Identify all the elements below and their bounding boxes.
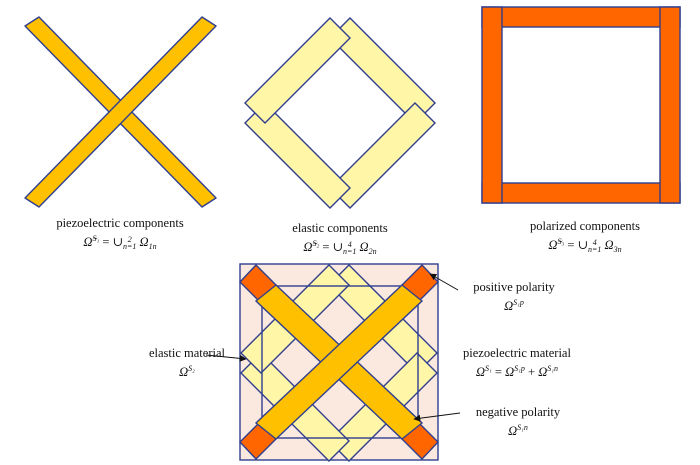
- elastic-material-sym: Ω: [179, 365, 189, 379]
- arrow-negative: [413, 412, 461, 422]
- piezo-material-t1-sup: S₁p: [514, 364, 525, 373]
- arrow-elastic: [205, 354, 247, 362]
- polar-sum-sup: 4: [592, 238, 597, 248]
- piezo-material-lhs: Ω: [475, 365, 485, 379]
- piezo-rhs: Ω: [139, 235, 149, 249]
- caption-elastic-title: elastic components: [292, 221, 388, 235]
- piezo-lhs: Ω̃: [83, 235, 93, 249]
- polar-bar-left: [481, 6, 503, 204]
- elastic-material-sup: S₂: [188, 364, 195, 373]
- elastic-lhs-sup: S₂: [312, 239, 320, 248]
- elastic-rhs: Ω: [359, 240, 369, 254]
- combined-piezo-2: [254, 284, 424, 440]
- elastic-bar-top-right: [329, 17, 436, 124]
- positive-sup: S₁p: [513, 298, 524, 307]
- elastic-bar-bottom-left: [244, 102, 351, 209]
- label-negative-polarity: negative polarity ΩS₁n: [466, 405, 570, 439]
- polar-sum-sub: n=1: [588, 245, 602, 255]
- label-piezo-material: piezoelectric material ΩS₁ = ΩS₁p + ΩS₁n: [452, 346, 582, 380]
- polar-lhs: Ω̃: [548, 238, 558, 252]
- piezo-material-t2: Ω: [538, 365, 548, 379]
- polarized-panel: [481, 6, 681, 204]
- polar-eq: = ∪: [567, 238, 589, 252]
- combined-panel: [205, 263, 461, 462]
- piezo-material-eq: =: [494, 365, 502, 379]
- negative-sym: Ω: [508, 424, 518, 438]
- piezo-sum-sub: n=1: [123, 242, 137, 252]
- polar-lhs-sup: S₃: [557, 237, 565, 246]
- polar-bar-top: [481, 6, 681, 28]
- piezo-rhs-sub: 1n: [148, 242, 157, 251]
- negative-sup: S₁n: [517, 423, 528, 432]
- piezoelectric-panel: [24, 16, 217, 208]
- polar-rhs-sub: 3n: [613, 245, 622, 254]
- elastic-bar-bottom-right: [329, 102, 436, 209]
- piezo-lhs-sup: S₁: [92, 234, 100, 243]
- elastic-rhs-sub: 2n: [368, 247, 377, 256]
- piezo-material-t2-sup: S₁n: [547, 364, 559, 373]
- elastic-bar-top-left: [244, 17, 351, 124]
- negative-title: negative polarity: [475, 405, 561, 419]
- elastic-sum-sup: 4: [347, 240, 352, 250]
- elastic-panel: [244, 17, 436, 209]
- elastic-lhs: Ω̃: [303, 240, 313, 254]
- combined-inner-square: [261, 285, 419, 439]
- caption-piezo-title: piezoelectric components: [56, 216, 184, 230]
- piezo-material-t1: Ω: [505, 365, 515, 379]
- polar-rhs: Ω: [604, 238, 614, 252]
- piezo-material-plus: +: [528, 365, 536, 379]
- label-positive-polarity: positive polarity ΩS₁p: [464, 280, 564, 314]
- piezo-material-title: piezoelectric material: [463, 346, 571, 360]
- caption-polarized-title: polarized components: [529, 219, 641, 233]
- piezo-eq: = ∪: [102, 235, 124, 249]
- label-elastic-material: elastic material ΩS₂: [140, 346, 234, 380]
- positive-sym: Ω: [504, 299, 514, 313]
- piezo-material-lhs-sup: S₁: [484, 364, 492, 373]
- positive-title: positive polarity: [473, 280, 555, 294]
- polar-bar-right: [659, 6, 681, 204]
- elastic-eq: = ∪: [322, 240, 344, 254]
- elastic-material-title: elastic material: [148, 346, 225, 360]
- piezo-sum-sup: 2: [127, 235, 132, 245]
- polar-bar-bottom: [481, 182, 681, 204]
- arrow-positive: [429, 273, 459, 291]
- elastic-sum-sub: n=1: [343, 247, 357, 257]
- piezo-bar-2: [24, 16, 217, 208]
